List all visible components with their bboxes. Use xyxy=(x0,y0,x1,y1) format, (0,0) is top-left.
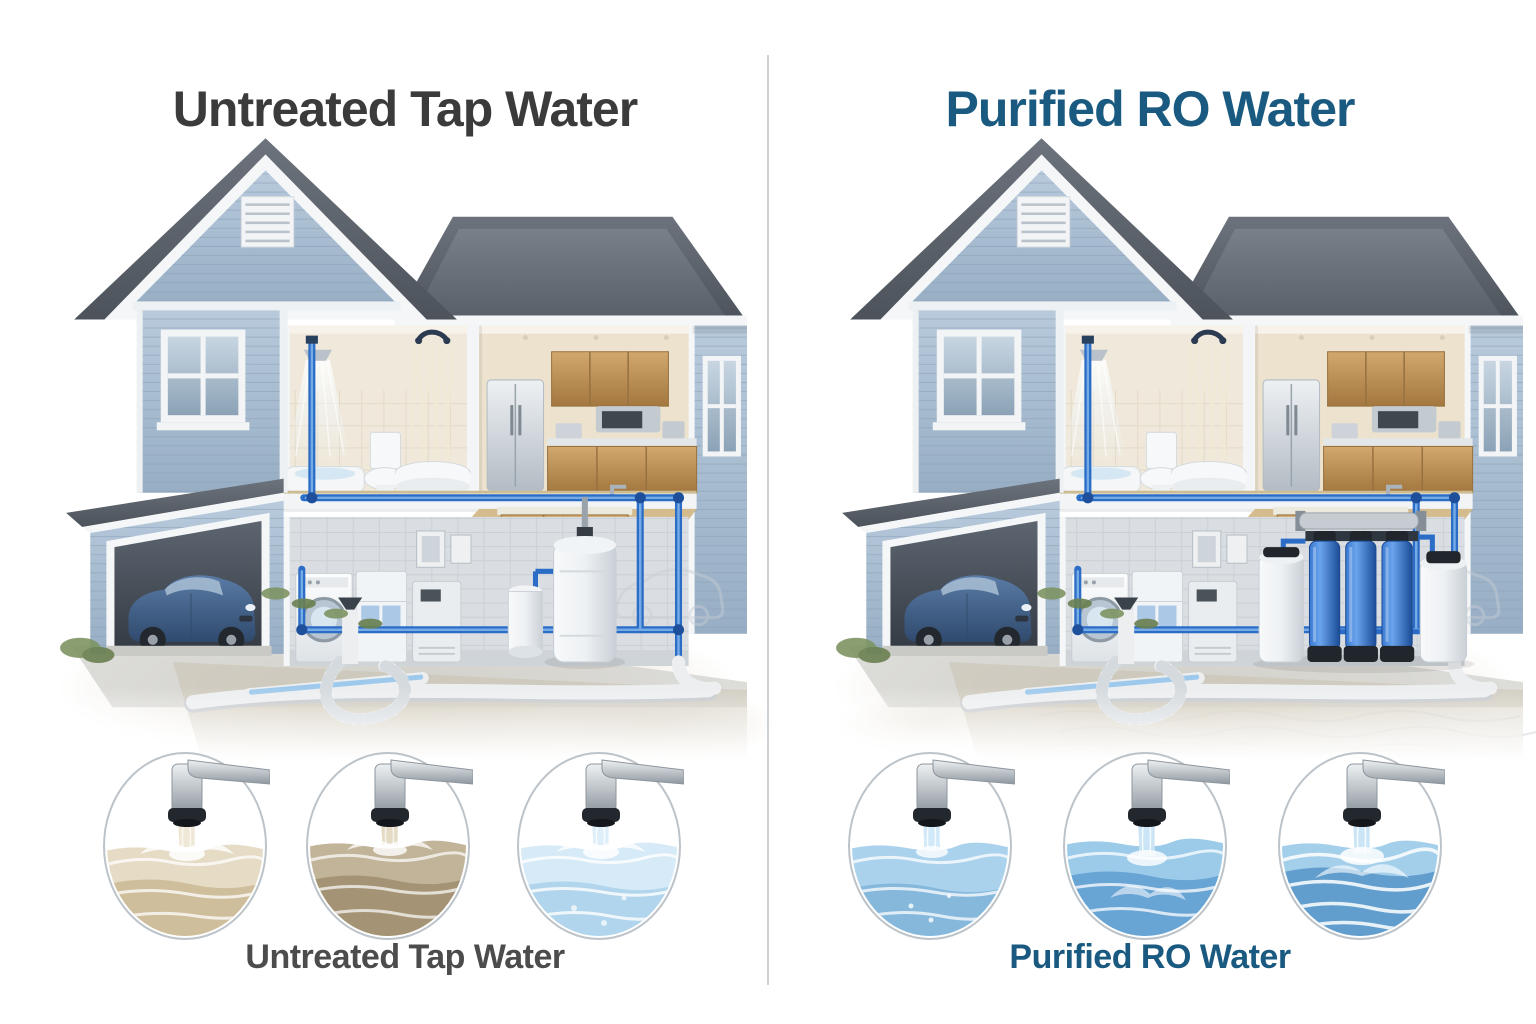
purified-sample-2 xyxy=(1063,752,1230,940)
purified-sample-3 xyxy=(1278,752,1445,940)
purified-caption: Purified RO Water xyxy=(1009,938,1291,976)
untreated-sample-3 xyxy=(517,752,684,940)
purified-sample-1 xyxy=(848,752,1015,940)
panel-divider xyxy=(767,55,769,985)
untreated-caption: Untreated Tap Water xyxy=(245,938,565,976)
untreated-sample-2 xyxy=(306,752,473,940)
untreated-title: Untreated Tap Water xyxy=(172,80,638,137)
purified-house-illustration xyxy=(828,138,1523,778)
untreated-sample-1 xyxy=(103,752,270,940)
purified-title: Purified RO Water xyxy=(945,80,1356,137)
untreated-house-illustration xyxy=(52,138,747,778)
